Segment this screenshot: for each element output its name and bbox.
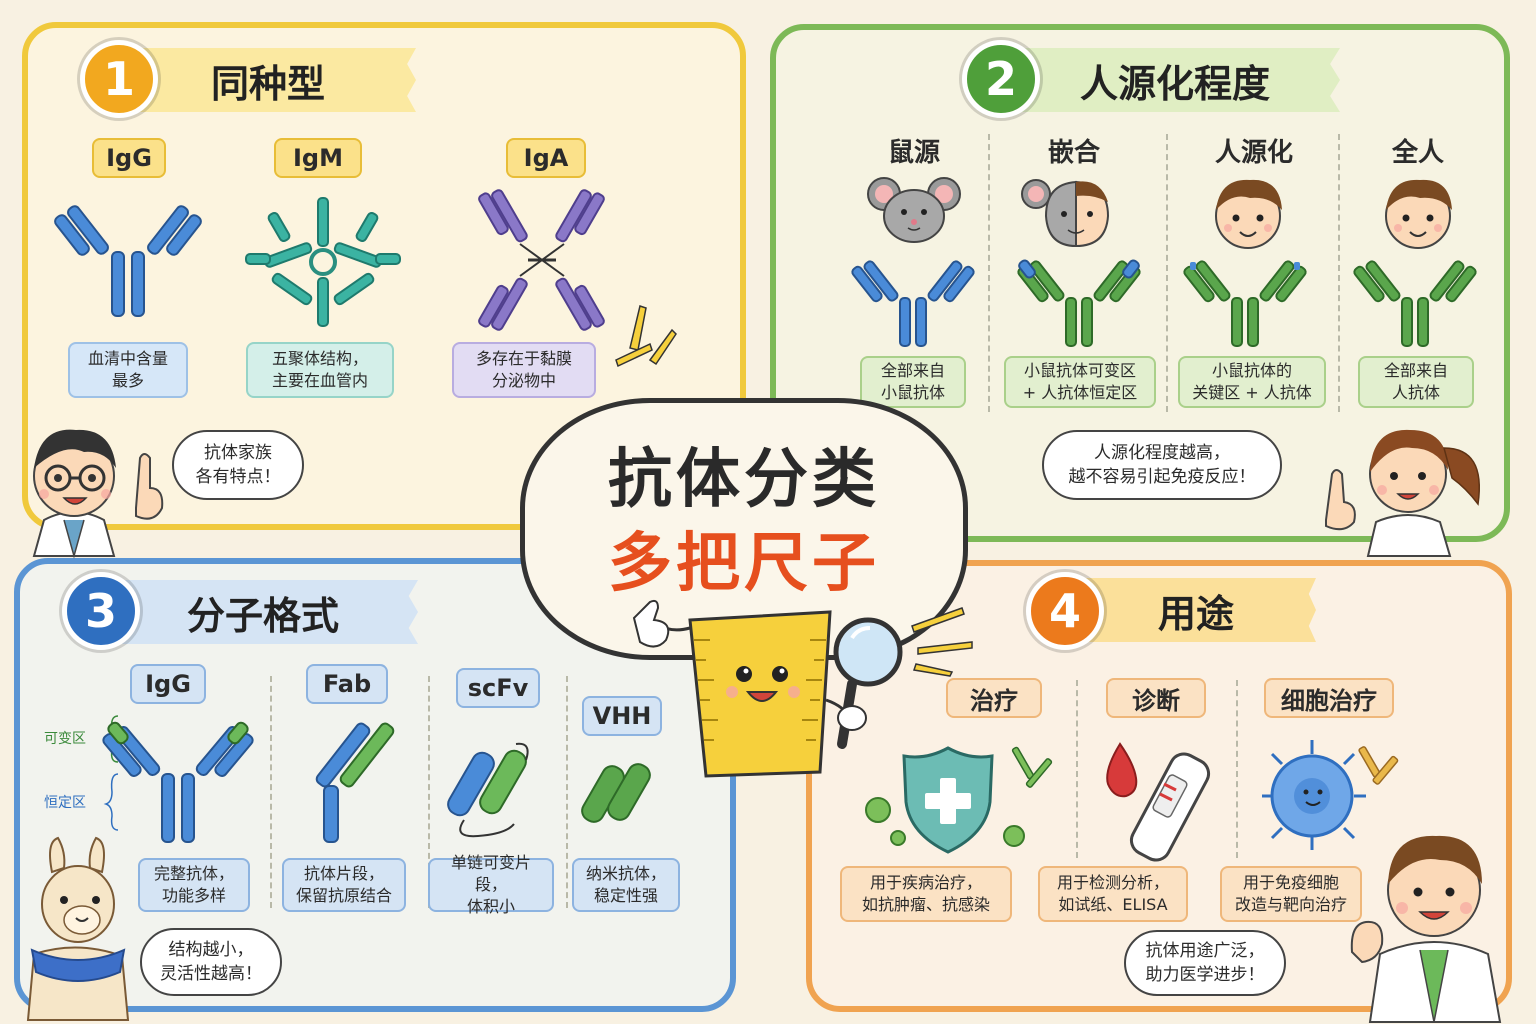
center-title-line2: 多把尺子 (608, 527, 880, 601)
shield-cross-icon (865, 746, 1053, 854)
section2-banner: 人源化程度 (1010, 48, 1340, 112)
section2-title: 人源化程度 (1079, 61, 1270, 106)
human-face-icon (1385, 179, 1452, 249)
column-divider (1338, 134, 1340, 412)
alpaca-icon (26, 836, 130, 1021)
mouse-face-icon (867, 177, 961, 243)
isotype-label-iga: IgA (506, 138, 586, 178)
humanization-label-chimeric: 嵌合 (1047, 138, 1100, 168)
section3-number-badge: 3 (62, 572, 140, 650)
column-divider (1236, 680, 1238, 858)
vhh-nanobody-icon (581, 763, 651, 823)
column-divider (270, 676, 272, 908)
isotype-label-igg: IgG (92, 138, 166, 178)
section1-number-badge: 1 (80, 40, 158, 118)
center-title-line1: 抗体分类 (608, 443, 880, 517)
igm-pentamer-icon (245, 197, 401, 327)
section3-title: 分子格式 (186, 593, 339, 638)
blood-drop-test-strip-icon (1106, 742, 1211, 862)
format-label-fab: Fab (306, 664, 388, 704)
chimeric-description: 小鼠抗体可变区 + 人抗体恒定区 (1004, 356, 1156, 408)
fully-human-description: 全部来自 人抗体 (1358, 356, 1474, 408)
format-label-vhh: VHH (582, 696, 662, 736)
diagnosis-description: 用于检测分析， 如试纸、ELISA (1038, 866, 1188, 922)
mouse-human-chimeric-face-icon (1021, 179, 1110, 248)
format-label-igg: IgG (130, 664, 206, 704)
variable-region-label: 可变区 (44, 731, 86, 747)
column-divider (1166, 134, 1168, 412)
cell-therapy-description: 用于免疫细胞 改造与靶向治疗 (1220, 866, 1362, 922)
scientist-fist-pump-icon (1350, 835, 1502, 1023)
spark-accent-icon (615, 305, 677, 368)
igg-description: 血清中含量 最多 (68, 342, 188, 398)
column-divider (428, 676, 430, 908)
humanization-label-fully-human: 全人 (1391, 138, 1444, 168)
application-label-therapy: 治疗 (946, 678, 1042, 718)
section2-number-badge: 2 (962, 40, 1040, 118)
humanization-label-humanized: 人源化 (1214, 138, 1293, 168)
murine-description: 全部来自 小鼠抗体 (860, 356, 966, 408)
immune-cell-antibody-icon (1262, 740, 1399, 850)
application-label-diagnosis: 诊断 (1106, 678, 1206, 718)
fully-human-antibody-icon (1353, 260, 1477, 347)
human-boy-face-icon (1215, 179, 1282, 249)
column-divider (1076, 680, 1078, 858)
section1-title: 同种型 (210, 61, 325, 106)
isotype-label-igm: IgM (274, 138, 362, 178)
iga-description: 多存在于黏膜 分泌物中 (452, 342, 596, 398)
application-label-cell-therapy: 细胞治疗 (1264, 678, 1394, 718)
murine-antibody-icon (851, 260, 975, 347)
scfv-description: 单链可变片段， 体积小 (428, 853, 554, 916)
female-scientist-icon (1325, 429, 1480, 557)
section4-banner: 用途 (1076, 578, 1316, 642)
full-igg-format-icon (102, 721, 254, 843)
humanized-description: 小鼠抗体的 关键区 + 人抗体 (1178, 356, 1326, 408)
scientist-with-glasses-icon (32, 429, 164, 559)
column-divider (566, 676, 568, 908)
scfv-fragment-icon (447, 742, 529, 838)
section1-speech-bubble: 抗体家族 各有特点！ (172, 430, 304, 500)
format-label-scfv: scFv (456, 668, 540, 708)
section4-number-badge: 4 (1026, 572, 1104, 650)
section4-speech-bubble: 抗体用途广泛， 助力医学进步！ (1124, 930, 1286, 996)
chimeric-antibody-icon (1017, 259, 1141, 347)
constant-region-label: 恒定区 (44, 795, 86, 811)
igg-format-description: 完整抗体， 功能多样 (138, 858, 250, 912)
iga-dimer-icon (478, 189, 605, 331)
section3-speech-bubble: 结构越小， 灵活性越高！ (140, 928, 282, 996)
humanization-label-murine: 鼠源 (887, 138, 940, 168)
column-divider (988, 134, 990, 412)
ruler-mascot-icon (632, 599, 903, 778)
section3-banner: 分子格式 (108, 580, 418, 644)
section4-title: 用途 (1157, 591, 1234, 636)
igg-antibody-icon (54, 205, 202, 317)
humanized-antibody-icon (1183, 260, 1307, 347)
section2-speech-bubble: 人源化程度越高， 越不容易引起免疫反应！ (1042, 430, 1282, 500)
fab-description: 抗体片段， 保留抗原结合 (282, 858, 406, 912)
section1-banner: 同种型 (120, 48, 416, 112)
igm-description: 五聚体结构， 主要在血管内 (246, 342, 394, 398)
spark-accent-icon (911, 607, 973, 677)
therapy-description: 用于疾病治疗， 如抗肿瘤、抗感染 (840, 866, 1012, 922)
fab-fragment-icon (315, 722, 395, 843)
vhh-description: 纳米抗体， 稳定性强 (572, 858, 680, 912)
